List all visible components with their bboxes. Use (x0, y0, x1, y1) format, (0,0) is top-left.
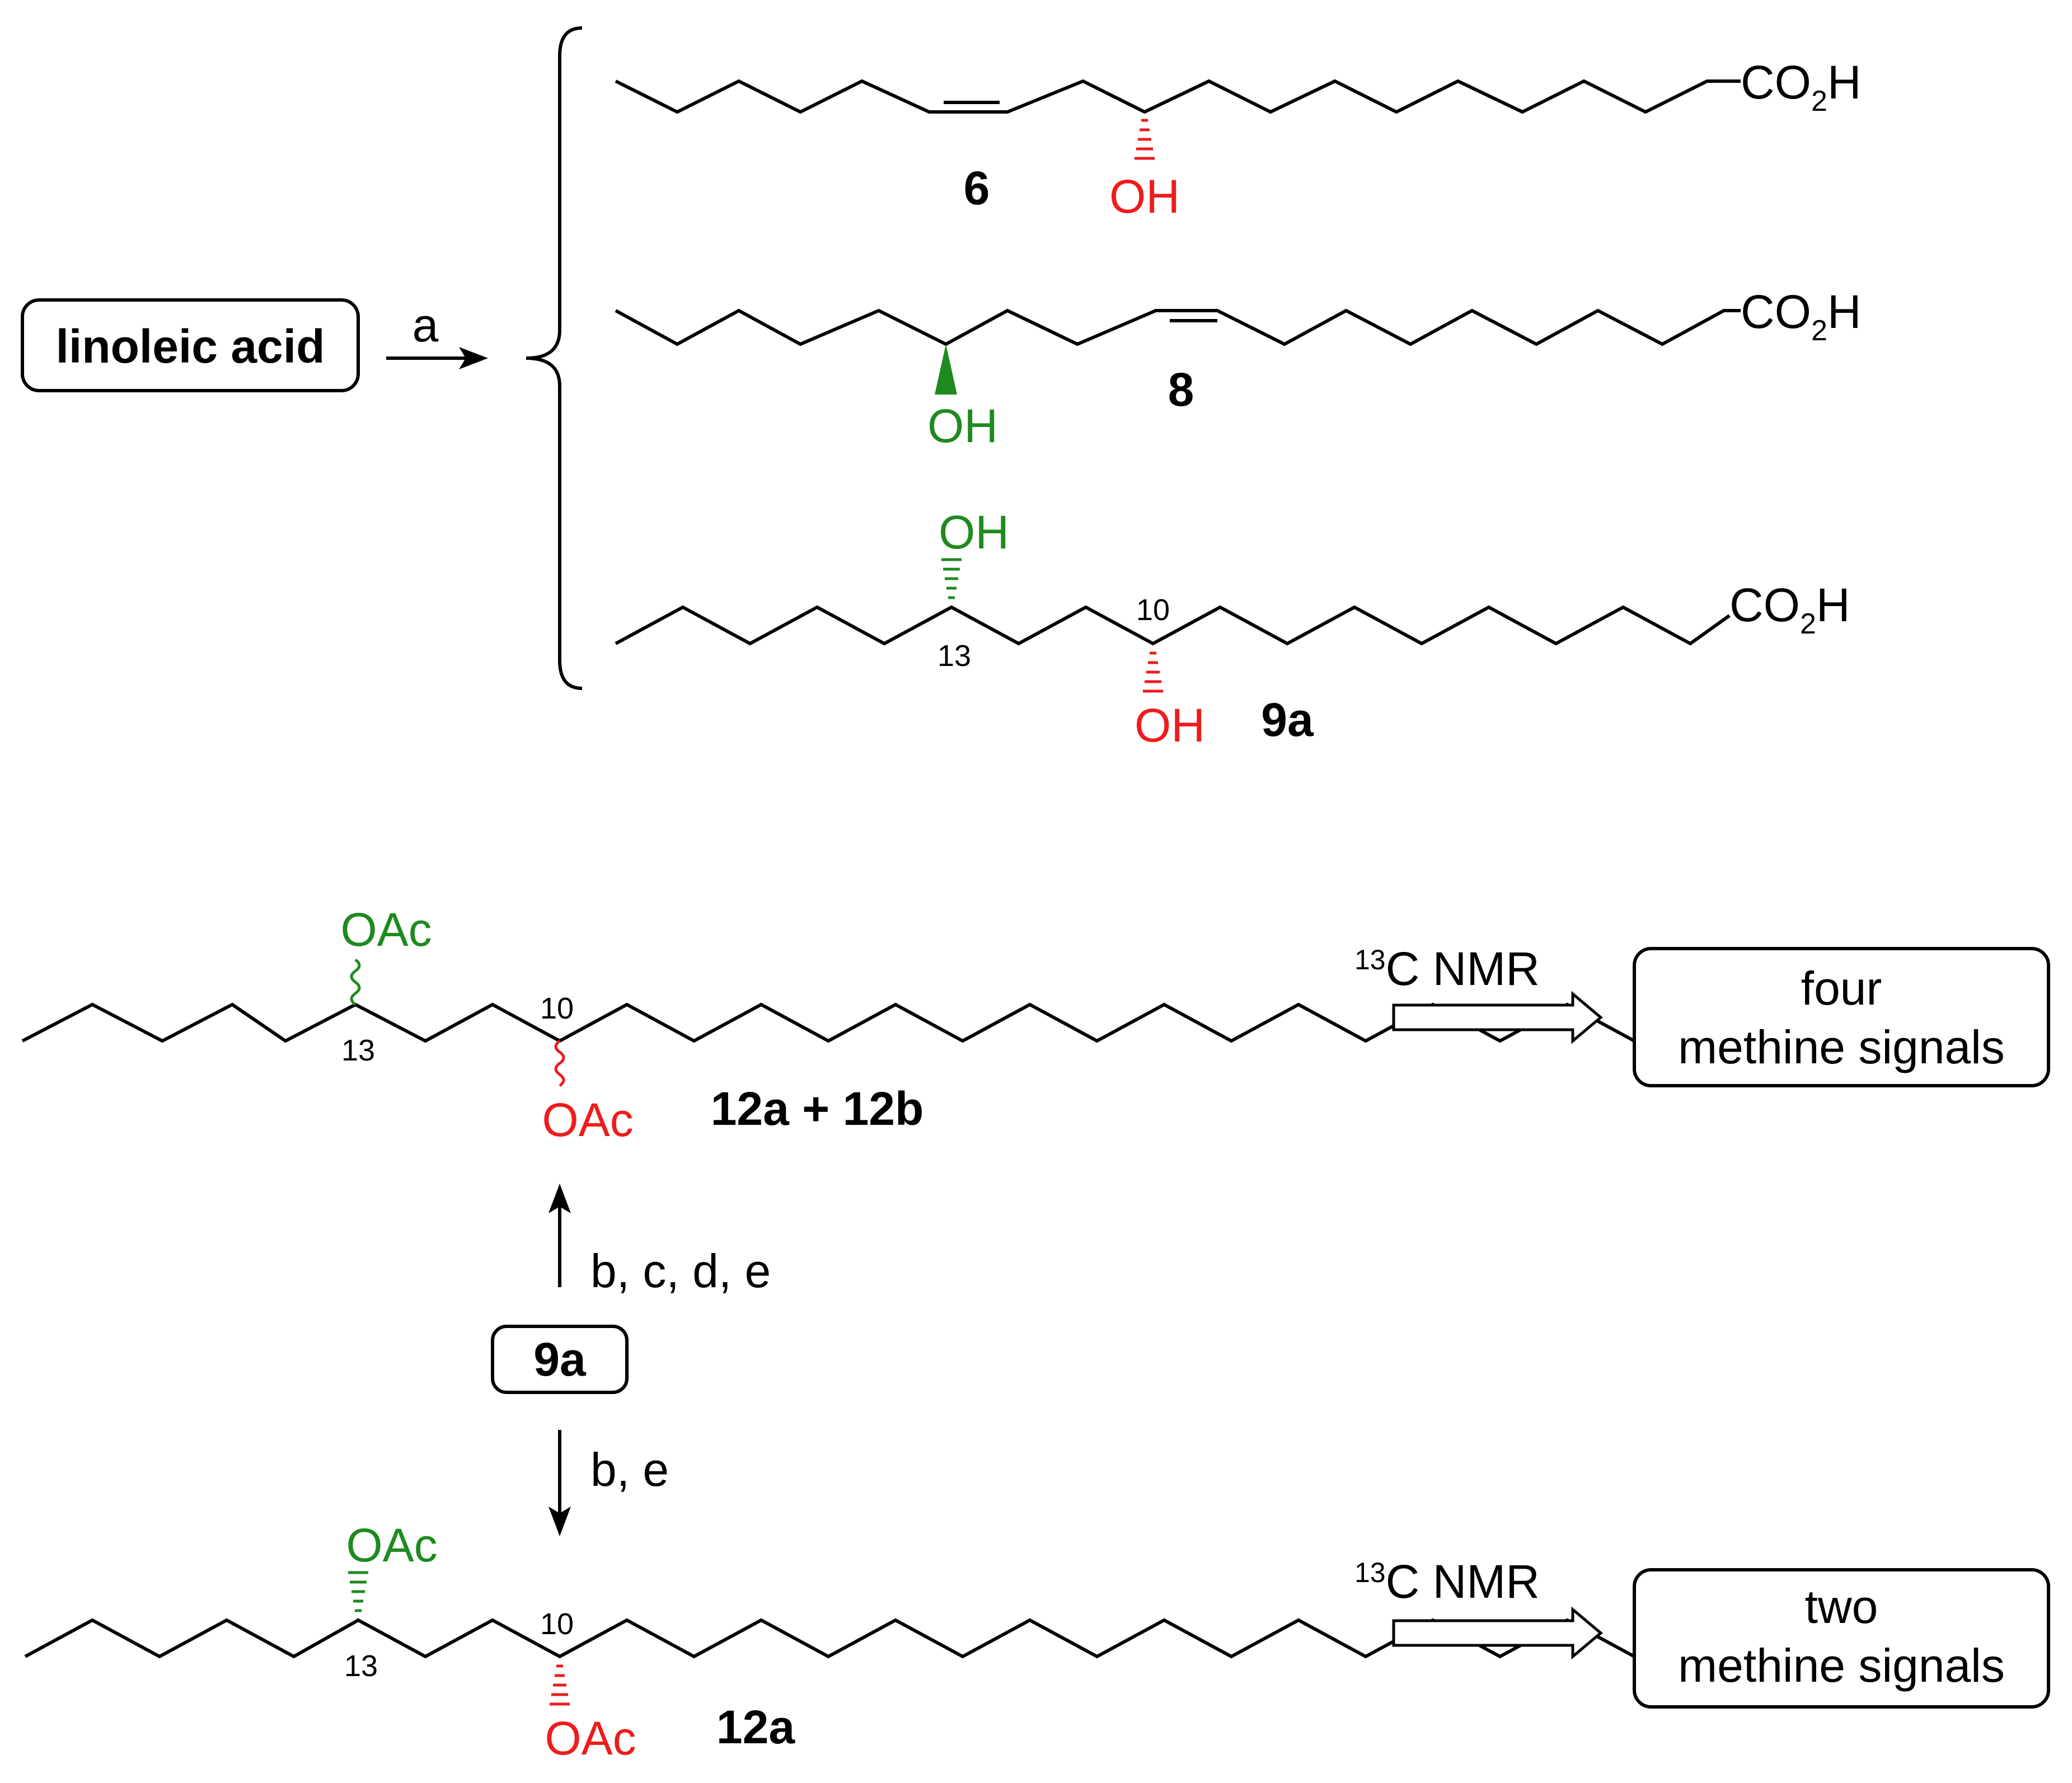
position-10-label-12ab: 10 (540, 992, 574, 1025)
linoleic-acid-label: linoleic acid (56, 320, 325, 373)
position-13-label-12ab: 13 (341, 1034, 375, 1067)
acid-group-9a: CO2H (1729, 579, 1850, 640)
acid-group-8: CO2H (1741, 285, 1862, 347)
acid-group-6: CO2H (1741, 56, 1862, 118)
hydroxyl-label-8: OH (927, 400, 998, 452)
reagent-a-label: a (412, 299, 439, 351)
result-top-line2: methine signals (1678, 1021, 2005, 1073)
compound-8-id: 8 (1168, 363, 1194, 416)
nmr-arrow-top: 13C NMR (1354, 942, 1603, 1044)
position-10-label-12a: 10 (540, 1607, 574, 1641)
result-bottom-line1: two (1805, 1580, 1878, 1633)
compound-6-id: 6 (964, 162, 990, 214)
acetoxy-label-12ab-top: OAc (340, 903, 432, 956)
product-brace (526, 26, 583, 690)
reagents-down-label: b, e (590, 1443, 669, 1496)
compound-9a: OH OH 13 10 CO2H 9a (615, 506, 1850, 752)
position-10-label: 10 (1136, 593, 1170, 627)
nmr-arrow-bottom: 13C NMR (1354, 1555, 1603, 1660)
compound-8: OH CO2H 8 (615, 285, 1862, 452)
position-13-label-12a: 13 (344, 1649, 378, 1683)
acetoxy-label-12ab-bottom: OAc (542, 1094, 633, 1146)
hydroxyl-label-9a-bottom: OH (1135, 699, 1205, 752)
result-bottom-line2: methine signals (1678, 1639, 2005, 1692)
compound-12ab-id: 12a + 12b (711, 1082, 924, 1135)
compound-12a-id: 12a (716, 1701, 795, 1753)
nmr-label-bottom: 13C NMR (1354, 1555, 1540, 1608)
nmr-label-top: 13C NMR (1354, 942, 1540, 995)
center-9a-box: 9a (491, 1325, 629, 1394)
hydroxyl-label-9a-top: OH (939, 506, 1009, 559)
acetoxy-label-12a-top: OAc (346, 1519, 437, 1571)
acetoxy-label-12a-bottom: OAc (545, 1712, 636, 1765)
center-9a-label: 9a (533, 1333, 587, 1386)
compound-6: OH CO2H 6 (615, 56, 1862, 223)
linoleic-acid-box: linoleic acid (21, 298, 360, 392)
result-top-line1: four (1801, 962, 1882, 1015)
compound-9a-id: 9a (1261, 693, 1314, 746)
position-13-label: 13 (937, 639, 971, 673)
reagents-up-label: b, c, d, e (590, 1245, 771, 1297)
result-box-top: four methine signals (1633, 947, 2050, 1087)
result-box-bottom: two methine signals (1633, 1568, 2050, 1709)
reaction-arrow-a: a (386, 299, 488, 369)
hydroxyl-label-6: OH (1109, 170, 1180, 223)
center-arrows: b, c, d, e b, e (549, 1184, 771, 1536)
